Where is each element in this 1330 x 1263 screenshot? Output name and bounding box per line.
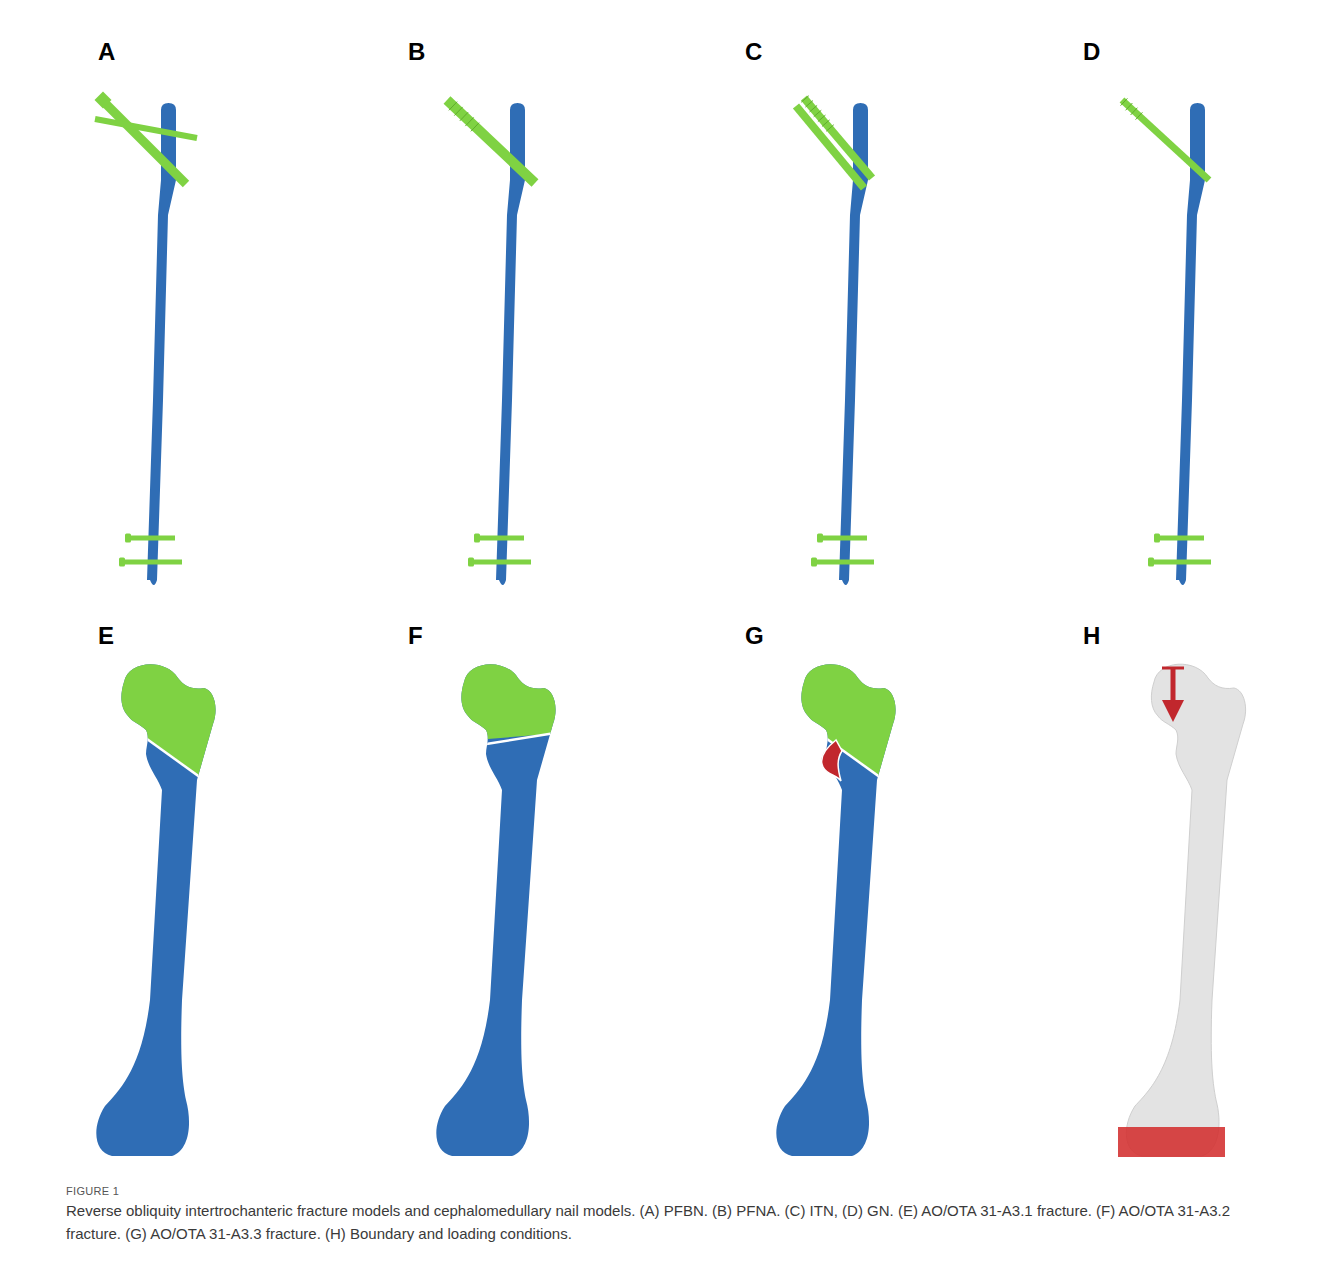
locking-screw bbox=[471, 560, 531, 565]
screw-thread bbox=[826, 125, 834, 132]
panel-letter: G bbox=[745, 624, 764, 648]
fixed-support bbox=[1118, 1127, 1225, 1157]
locking-screw bbox=[814, 560, 874, 565]
lag-screw bbox=[1122, 100, 1209, 180]
figure-caption: Reverse obliquity intertrochanteric frac… bbox=[66, 1200, 1281, 1245]
femur-model bbox=[436, 664, 555, 1156]
locking-screw bbox=[128, 536, 175, 541]
screw-thread bbox=[1131, 108, 1138, 115]
fracture-line bbox=[820, 734, 895, 788]
screw-thread bbox=[454, 107, 462, 116]
femur-model bbox=[1126, 664, 1245, 1156]
screw-thread bbox=[1121, 98, 1128, 105]
helical-blade bbox=[447, 100, 535, 183]
locking-screw bbox=[820, 536, 867, 541]
screw-head bbox=[1154, 534, 1160, 543]
proximal-fragment bbox=[436, 664, 555, 1156]
femur-model bbox=[776, 664, 895, 1156]
screw-thread bbox=[471, 123, 479, 132]
screw-thread bbox=[449, 102, 457, 111]
femur-shaft bbox=[96, 664, 215, 1156]
nail-model bbox=[1121, 98, 1211, 585]
panel-letter: F bbox=[408, 624, 423, 648]
load-arrowhead bbox=[1162, 700, 1184, 722]
screw-head bbox=[468, 558, 474, 567]
screw-head bbox=[1148, 558, 1154, 567]
figure-number: FIGURE 1 bbox=[66, 1185, 119, 1197]
locking-screw bbox=[477, 536, 524, 541]
locking-screw bbox=[1157, 536, 1204, 541]
panel-letter: E bbox=[98, 624, 114, 648]
screw-thread bbox=[810, 105, 818, 112]
screw-thread bbox=[465, 117, 473, 126]
lesser-trochanter-fragment bbox=[821, 740, 842, 781]
fracture-line bbox=[140, 734, 215, 788]
panel-letter: H bbox=[1083, 624, 1100, 648]
screw-head bbox=[119, 558, 125, 567]
femur-model bbox=[96, 664, 215, 1156]
nail-model bbox=[796, 96, 874, 585]
screw-thread bbox=[814, 110, 822, 117]
proximal-fragment bbox=[776, 664, 895, 1156]
screw-thread bbox=[822, 120, 830, 127]
screw-head bbox=[95, 92, 112, 109]
femur-model-grey bbox=[1126, 664, 1245, 1156]
helical-blade bbox=[102, 100, 186, 184]
load-arrow bbox=[1171, 668, 1176, 704]
nail-model bbox=[447, 100, 535, 585]
screw-thread bbox=[805, 101, 813, 108]
panel-letter: C bbox=[745, 40, 762, 64]
screw-head bbox=[474, 534, 480, 543]
panel-letter: D bbox=[1083, 40, 1100, 64]
anti-rotation-screw bbox=[95, 119, 197, 138]
screw-thread bbox=[818, 115, 826, 122]
locking-screw bbox=[122, 560, 182, 565]
panel-letter: B bbox=[408, 40, 425, 64]
lag-screw bbox=[796, 106, 864, 188]
proximal-fragment bbox=[96, 664, 215, 1156]
locking-screw bbox=[1151, 560, 1211, 565]
femur-shaft bbox=[776, 664, 895, 1156]
screw-head bbox=[811, 558, 817, 567]
fracture-line bbox=[480, 733, 555, 745]
femur-shaft bbox=[436, 664, 555, 1156]
screw-thread bbox=[1136, 112, 1143, 119]
lag-screw bbox=[804, 98, 872, 178]
panel-letter: A bbox=[98, 40, 115, 64]
boundary-conditions bbox=[1118, 668, 1225, 1157]
screw-thread bbox=[460, 112, 468, 121]
screw-thread bbox=[1126, 103, 1133, 110]
screw-thread bbox=[801, 96, 809, 103]
screw-head bbox=[817, 534, 823, 543]
nail-model bbox=[95, 92, 197, 585]
screw-head bbox=[125, 534, 131, 543]
